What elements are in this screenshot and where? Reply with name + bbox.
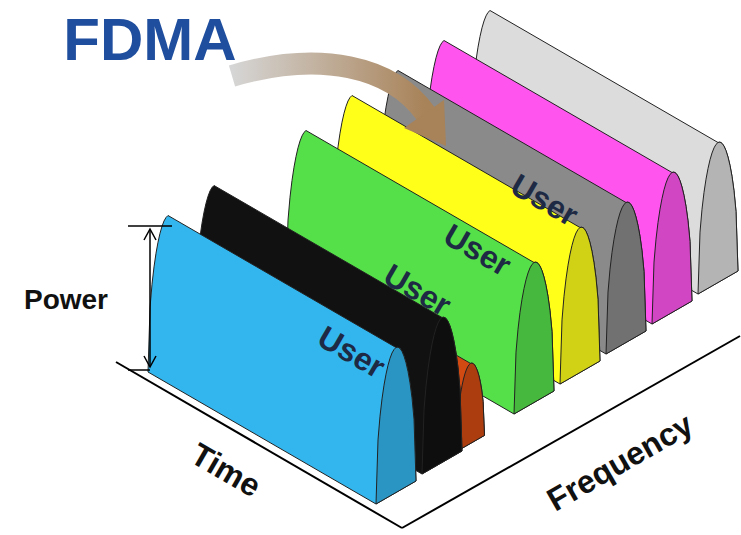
band-front <box>698 142 738 294</box>
axis-label: Power <box>24 286 108 314</box>
pointer-arrow <box>232 64 426 114</box>
axis-label: Time <box>186 438 266 503</box>
band-side <box>148 216 416 505</box>
axis-label: Frequency <box>542 408 698 517</box>
band-front <box>606 202 646 354</box>
band-front <box>652 172 692 324</box>
band-front <box>560 227 600 384</box>
time-axis <box>116 362 402 528</box>
band-front <box>422 317 462 474</box>
band-front <box>514 262 554 414</box>
frequency-axis <box>402 336 740 528</box>
diagram-title: FDMA <box>63 10 236 70</box>
band-front <box>376 347 416 504</box>
power-bracket <box>128 226 172 370</box>
pointer-arrowhead <box>404 100 446 146</box>
